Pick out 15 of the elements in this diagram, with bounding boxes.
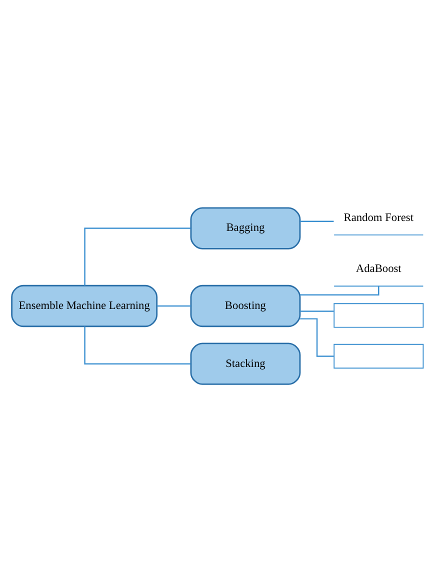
connector	[84, 326, 191, 364]
connector	[300, 286, 380, 295]
node-text: Random Forest	[344, 211, 414, 224]
connector	[300, 310, 334, 312]
node-box: Stacking	[190, 342, 301, 384]
connector	[300, 220, 334, 222]
node-box	[334, 302, 424, 328]
node-box: Bagging	[190, 206, 301, 249]
node-text: AdaBoost	[356, 262, 402, 274]
node-box: Ensemble Machine Learning	[11, 284, 158, 327]
connector	[156, 304, 191, 306]
connector	[300, 318, 334, 356]
node-box	[334, 343, 424, 368]
node-box: Boosting	[190, 284, 301, 327]
connector	[84, 227, 191, 286]
